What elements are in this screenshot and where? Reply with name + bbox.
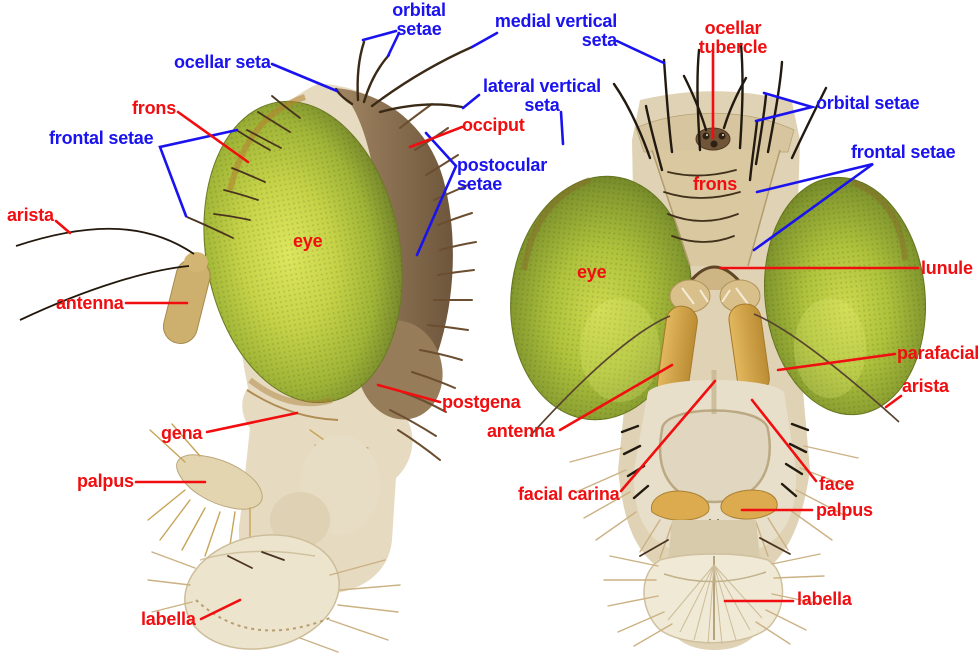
eye-tint-right xyxy=(850,179,908,261)
arista-lateral-upper xyxy=(15,227,195,255)
labella-fold xyxy=(199,550,316,561)
labella-rim-dots xyxy=(195,599,331,632)
eye-frontal-left xyxy=(510,175,692,421)
frontal-head-illustration xyxy=(510,42,927,650)
label-arista-lateral: arista xyxy=(7,205,54,225)
label-postgena: postgena xyxy=(442,392,521,412)
eye-rim-tint-upper xyxy=(227,94,306,191)
interfrontal-streaks xyxy=(663,169,741,243)
palpus-hairs-lateral xyxy=(147,423,251,559)
label-eye-lateral: eye xyxy=(293,231,323,251)
leader-frontal-setae-lateral xyxy=(158,128,239,218)
face-depression xyxy=(658,409,771,504)
label-lateral-vertical-seta: lateral vertical seta xyxy=(483,76,601,115)
leader-gena xyxy=(205,411,299,434)
labella-lateral-shape xyxy=(184,534,340,650)
label-palpus-frontal: palpus xyxy=(816,500,873,520)
label-ocellar-tubercle: ocellar tubercle xyxy=(698,18,768,57)
eye-highlight-left xyxy=(580,298,660,402)
label-labella-lateral: labella xyxy=(141,609,196,629)
leader-labella-lateral xyxy=(199,598,242,621)
leader-arista-lateral xyxy=(54,219,72,235)
label-occiput: occiput xyxy=(462,115,525,135)
leader-facial-carina xyxy=(619,379,717,493)
label-frons-frontal: frons xyxy=(693,174,738,194)
label-orbital-setae-frontal: orbital setae xyxy=(816,93,920,113)
label-palpus-lateral: palpus xyxy=(77,471,134,491)
label-arista-frontal: arista xyxy=(902,376,949,396)
palpus-frontal-right-shape xyxy=(720,489,778,520)
label-orbital-setae-lateral: orbital setae xyxy=(392,0,446,39)
leader-orbital-setae-lateral xyxy=(361,29,401,58)
labella-fold-frontal xyxy=(663,571,767,583)
arista-frontal-right xyxy=(753,313,900,423)
ocelli xyxy=(702,132,726,148)
arista-frontal-left xyxy=(529,315,671,437)
label-facial-carina: facial carina xyxy=(518,484,620,504)
leader-postocular-setae xyxy=(415,131,458,257)
labella-marks xyxy=(227,551,285,569)
label-labella-frontal: labella xyxy=(797,589,852,609)
leader-postgena xyxy=(376,383,442,404)
label-frons-lateral: frons xyxy=(132,98,177,118)
frons-frontal-region xyxy=(652,150,780,266)
leader-medial-vertical-seta xyxy=(470,31,666,65)
leader-lateral-vertical-seta xyxy=(461,93,565,146)
leader-ocellar-seta xyxy=(270,62,339,93)
leader-frontal-setae-frontal xyxy=(752,162,874,252)
frons-edge-right xyxy=(747,149,781,267)
labella-hairs-lateral xyxy=(147,551,401,653)
eye-highlight-right xyxy=(794,298,866,398)
prementum xyxy=(668,520,760,560)
label-gena: gena xyxy=(161,423,203,443)
postocular-setae-hairs xyxy=(389,103,477,461)
leader-parafacial xyxy=(776,352,897,372)
label-medial-vertical-seta: medial vertical seta xyxy=(494,11,617,50)
label-frontal-setae-frontal: frontal setae xyxy=(851,142,956,162)
frontal-setae-hairs-lateral xyxy=(186,95,301,239)
leader-antenna-frontal xyxy=(558,363,674,432)
label-postocular-setae: postocular setae xyxy=(457,155,548,194)
label-lunule: lunule xyxy=(921,258,973,278)
eye-rim-tint-lower xyxy=(248,377,333,407)
label-face: face xyxy=(819,474,855,494)
leader-arista-frontal xyxy=(884,394,903,409)
vertex-setae-frontal xyxy=(612,42,828,182)
labella-striations xyxy=(667,564,763,645)
leader-frons-lateral xyxy=(176,110,250,164)
eye-tint-left xyxy=(521,177,592,271)
labella-side-hairs xyxy=(603,537,825,647)
label-frontal-setae-lateral: frontal setae xyxy=(49,128,154,148)
antenna-base-lateral xyxy=(184,252,208,272)
leader-orbital-setae-frontal xyxy=(754,91,817,123)
label-eye-frontal: eye xyxy=(577,262,607,282)
label-parafacial: parafacial xyxy=(897,343,980,363)
label-antenna-lateral: antenna xyxy=(56,293,124,313)
leader-face xyxy=(750,398,818,483)
gena-margin xyxy=(246,389,339,421)
label-antenna-frontal: antenna xyxy=(487,421,555,441)
leader-occiput xyxy=(408,125,464,149)
label-ocellar-seta: ocellar seta xyxy=(174,52,271,72)
pedicel-highlights xyxy=(681,287,749,305)
lateral-head-illustration xyxy=(15,40,477,653)
arista-lateral-lower xyxy=(19,265,190,321)
parafacial-bristles xyxy=(620,422,810,500)
lunule-arch xyxy=(688,265,742,283)
frons-edge-left xyxy=(651,149,691,267)
vertex-setae-lateral xyxy=(334,40,474,114)
palpus-lateral-shape xyxy=(176,454,263,510)
rostrum-lateral xyxy=(270,492,330,548)
